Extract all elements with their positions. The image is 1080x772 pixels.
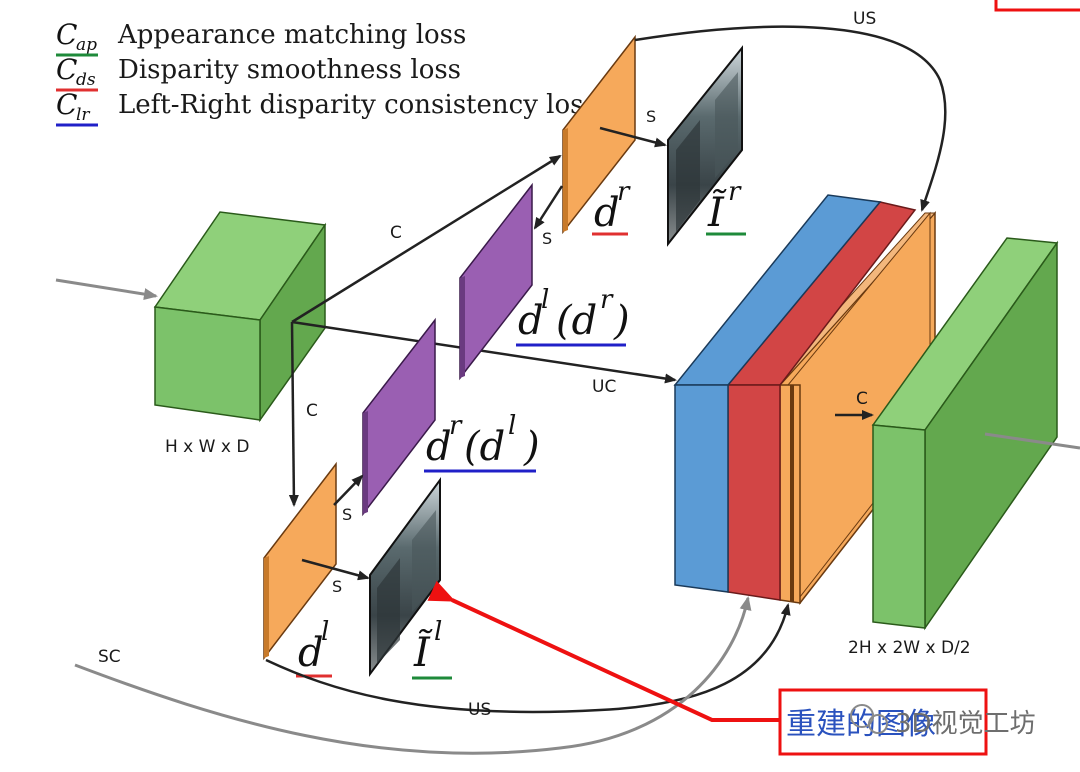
- svg-text:Ĩ: Ĩ: [413, 629, 433, 676]
- svg-text:d: d: [594, 190, 620, 236]
- svg-text:l: l: [508, 411, 516, 441]
- svg-text:(d: (d: [556, 298, 597, 344]
- disparity-lr-top: [459, 182, 533, 381]
- svg-text:d: d: [518, 298, 544, 344]
- math-dldr: d l (d r ): [516, 285, 630, 347]
- label-c-left: C: [306, 401, 318, 421]
- disparity-rl-bottom: [362, 317, 436, 517]
- watermark-text: 3D视觉工坊: [895, 709, 1036, 739]
- callout-box: [778, 688, 988, 756]
- label-s-top-left: S: [542, 229, 552, 248]
- svg-text:r: r: [617, 177, 631, 207]
- legend-label: Appearance matching loss: [117, 20, 466, 50]
- legend-subscript: ds: [76, 70, 96, 90]
- callout-arrow: [427, 580, 780, 722]
- svg-text:Ĩ: Ĩ: [707, 189, 727, 236]
- arrow-c-top: [291, 154, 562, 324]
- svg-text:l: l: [321, 617, 329, 647]
- input-dims-label: H x W x D: [165, 437, 249, 457]
- svg-text:d: d: [298, 630, 324, 676]
- input-arrow: [55, 278, 158, 301]
- label-us-bottom: US: [468, 700, 491, 720]
- svg-text:r: r: [600, 285, 614, 315]
- legend-label: Disparity smoothness loss: [118, 55, 461, 85]
- arrow-sc: [74, 596, 752, 755]
- label-c-top: C: [390, 223, 402, 243]
- svg-text:r: r: [728, 177, 742, 207]
- legend-item-ap: C ap Appearance matching loss: [56, 18, 466, 57]
- arrow-us-bottom: [265, 603, 791, 714]
- arrow-s-top-purple: [533, 185, 564, 230]
- legend-subscript: lr: [76, 105, 90, 125]
- label-uc: UC: [592, 377, 616, 397]
- arrow-s-bottom-purple: [333, 474, 364, 506]
- svg-text:(d: (d: [464, 424, 505, 470]
- legend-symbol: C: [56, 53, 77, 86]
- math-drdl: d r (d l ): [424, 411, 540, 473]
- legend-item-ds: C ds Disparity smoothness loss: [56, 53, 461, 92]
- label-us-top: US: [853, 9, 876, 29]
- partial-red-box: [994, 0, 1080, 12]
- legend-symbol: C: [56, 18, 77, 51]
- callout-text: 重建的图像: [786, 707, 936, 742]
- disparity-map-right: [562, 34, 636, 235]
- legend-symbol: C: [56, 88, 77, 121]
- output-arrow: [984, 432, 1080, 450]
- watermark: 3D视觉工坊: [850, 704, 1036, 739]
- svg-text:r: r: [449, 411, 463, 441]
- label-s-bottom-right: S: [332, 577, 342, 596]
- math-dl: d l: [296, 617, 332, 678]
- legend: C ap Appearance matching loss C ds Dispa…: [56, 18, 597, 127]
- callout-reconstructed-image: 重建的图像: [427, 580, 988, 756]
- label-sc: SC: [98, 647, 121, 667]
- arrow-s-top-image: [599, 126, 667, 148]
- label-s-bottom-left: S: [342, 505, 352, 524]
- arrow-c-left: [288, 321, 299, 507]
- legend-item-lr: C lr Left-Right disparity consistency lo…: [56, 88, 597, 127]
- svg-text:): ): [523, 424, 540, 470]
- math-il: Ĩ l: [412, 617, 452, 680]
- svg-text:l: l: [434, 617, 442, 647]
- legend-label: Left-Right disparity consistency loss: [118, 90, 597, 120]
- reconstructed-image-right: [667, 45, 743, 247]
- output-dims-label: 2H x 2W x D/2: [848, 638, 971, 658]
- arrow-s-bottom-image: [301, 558, 370, 581]
- label-s-top-right: S: [646, 107, 656, 126]
- svg-text:d: d: [426, 424, 452, 470]
- arrow-us-top: [634, 25, 947, 212]
- svg-text:): ): [613, 298, 630, 344]
- math-dr: d r: [592, 177, 631, 236]
- concat-stack: [673, 194, 937, 605]
- arrow-uc: [291, 320, 677, 384]
- disparity-map-left: [263, 461, 337, 661]
- label-c-right: C: [856, 389, 868, 409]
- legend-subscript: ap: [76, 35, 97, 55]
- math-ir: Ĩ r: [706, 177, 746, 236]
- svg-text:l: l: [541, 285, 549, 315]
